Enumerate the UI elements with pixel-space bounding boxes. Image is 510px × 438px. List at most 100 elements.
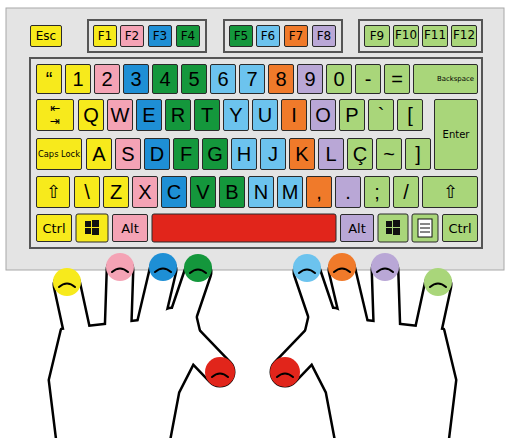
key-label: C [167, 182, 181, 202]
key-label: . [345, 182, 351, 202]
keyboard-key: 3 [123, 64, 149, 94]
windows-logo [85, 220, 99, 235]
keyboard-key: F12 [451, 25, 477, 47]
keyboard-key: 4 [152, 64, 178, 94]
keyboard-key: C [161, 176, 187, 208]
key-label: ] [415, 144, 421, 164]
keyboard-key: Enter [434, 99, 478, 170]
key-label: , [316, 182, 322, 202]
windows-key [378, 214, 408, 242]
keyboard-key: X [132, 176, 158, 208]
keyboard-key: F6 [256, 25, 280, 47]
keyboard-key: S [115, 138, 141, 170]
keyboard-key: F2 [120, 25, 144, 47]
keyboard-key: 7 [239, 64, 265, 94]
key-label: F4 [181, 30, 196, 42]
keyboard-key: I [281, 99, 307, 131]
key-label: “ [46, 69, 53, 89]
keyboard-key: R [165, 99, 191, 131]
key-label: F5 [234, 30, 249, 42]
key-group-frame [224, 20, 342, 52]
key-label: J [268, 144, 278, 164]
key-label: I [291, 105, 297, 125]
key-label: 3 [130, 69, 141, 89]
key-label: / [403, 182, 409, 202]
keyboard-key: F4 [176, 25, 200, 47]
hands-outline [50, 270, 455, 438]
key-label: Caps Lock [38, 150, 80, 158]
keyboard-key: N [248, 176, 274, 208]
windows-logo [386, 220, 400, 235]
keyboard-key: Z [103, 176, 129, 208]
key-label: H [237, 144, 251, 164]
keyboard-key: 5 [181, 64, 207, 94]
keyboard-key: W [107, 99, 133, 131]
keyboard-key: 8 [268, 64, 294, 94]
keyboard-key: ] [405, 138, 431, 170]
key-label: F6 [261, 30, 276, 42]
key-label: N [254, 182, 268, 202]
keyboard-key: 6 [210, 64, 236, 94]
keyboard-key: F9 [364, 25, 390, 47]
keyboard-key: F1 [93, 25, 117, 47]
key-label: 8 [275, 69, 286, 89]
keyboard-key: F7 [284, 25, 308, 47]
keyboard-key: / [393, 176, 419, 208]
keyboard-key: Alt [112, 214, 148, 242]
keyboard-key: , [306, 176, 332, 208]
key-label: ~ [383, 144, 395, 164]
keyboard-key: K [289, 138, 315, 170]
key-label: O [315, 105, 331, 125]
keyboard-key: F [173, 138, 199, 170]
keyboard-key: Y [223, 99, 249, 131]
key-label: L [325, 144, 336, 164]
keyboard-key: F10 [393, 25, 419, 47]
key-label: Esc [36, 30, 56, 42]
key-label: F12 [453, 30, 475, 42]
key-label: Z [110, 182, 122, 202]
key-label: R [171, 105, 185, 125]
key-label: Enter [443, 130, 470, 140]
key-label: Alt [121, 222, 139, 235]
key-label: F8 [317, 30, 332, 42]
menu-key [412, 214, 438, 242]
key-label: F [180, 144, 192, 164]
keyboard-key: F5 [229, 25, 253, 47]
key-label: ⇤ ⇥ [48, 102, 61, 127]
key-label: P [345, 105, 358, 125]
keyboard-key: A [86, 138, 112, 170]
keyboard-key: L [318, 138, 344, 170]
keyboard-key: 2 [94, 64, 120, 94]
fingernails [59, 269, 446, 378]
keyboard-key: Ctrl [442, 214, 478, 242]
key-label: D [150, 144, 164, 164]
key-label: ` [378, 105, 385, 125]
keyboard-body [6, 8, 504, 270]
key-label: 1 [72, 69, 83, 89]
key-label: Ctrl [448, 222, 471, 235]
keyboard-key: P [339, 99, 365, 131]
windows-key [76, 214, 108, 242]
menu-icon [418, 219, 432, 237]
key-label: Y [229, 105, 242, 125]
key-label: \ [84, 182, 90, 202]
keyboard-key: M [277, 176, 303, 208]
key-label: T [201, 105, 213, 125]
key-label: F7 [289, 30, 304, 42]
key-label: Alt [348, 222, 366, 235]
key-label: 5 [188, 69, 199, 89]
keyboard-key: ⇧ [36, 176, 70, 208]
key-label: G [207, 144, 223, 164]
key-label: 0 [333, 69, 344, 89]
keyboard-key: - [355, 64, 381, 94]
keyboard-key: “ [36, 64, 62, 94]
keyboard-key: ; [364, 176, 390, 208]
key-label: F9 [370, 30, 385, 42]
key-label: F10 [395, 30, 417, 42]
key-label: F3 [153, 30, 168, 42]
key-label: F1 [98, 30, 113, 42]
key-label: F11 [424, 30, 446, 42]
keyboard-key: O [310, 99, 336, 131]
keyboard-key: H [231, 138, 257, 170]
key-label: A [92, 144, 105, 164]
